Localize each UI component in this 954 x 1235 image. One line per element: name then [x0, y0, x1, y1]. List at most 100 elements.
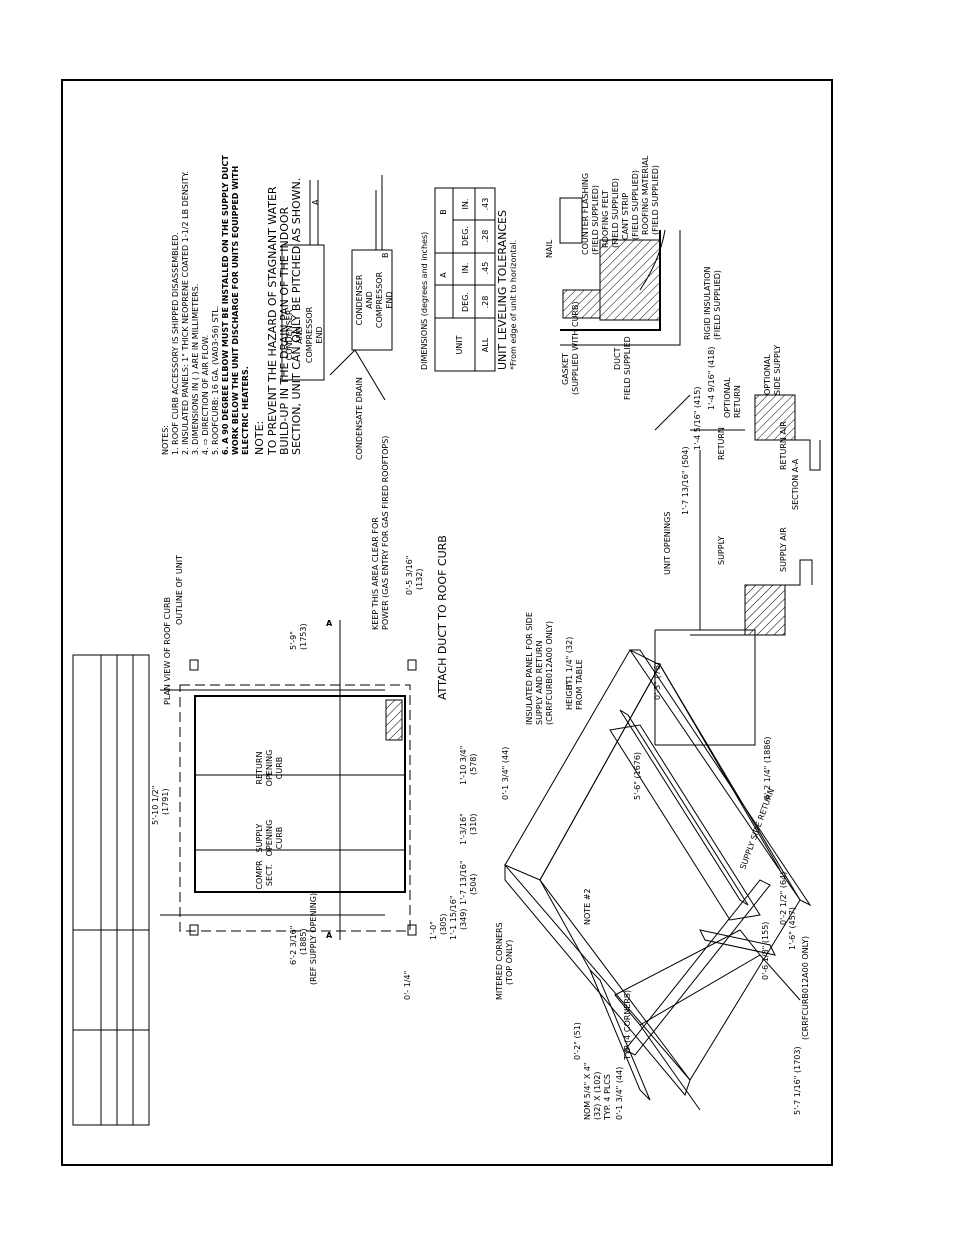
title-block	[72, 654, 150, 1126]
tol-val-4: .43	[481, 198, 490, 211]
tol-col-b: B	[439, 209, 448, 215]
return-label-3: CURB	[275, 757, 284, 780]
detail-cant-2: (FIELD SUPPLIED)	[631, 170, 640, 240]
dim-d1: 5'-10 1/2"	[151, 786, 160, 825]
iso-insulated-1: INSULATED PANEL FOR SIDE	[525, 612, 534, 725]
detail-roofing-2: (FIELD SUPPLIED)	[651, 165, 660, 235]
section-opt-return-1: OPTIONAL	[723, 377, 732, 418]
pitch-box-3: COMPRESSOR	[305, 306, 314, 363]
iso-height-1: HEIGHT	[565, 679, 574, 710]
section-opt-return-2: RETURN	[733, 385, 742, 418]
roof-detail: NAIL GASKET (SUPPLIED WITH CURB) COUNTER…	[545, 155, 722, 395]
detail-felt-1: ROOFING FELT	[601, 190, 610, 248]
plan-view-label: PLAN VIEW OF ROOF CURB	[163, 597, 172, 705]
section-d3: 1'-4 9/16" (418)	[707, 346, 716, 410]
tol-col-a: A	[439, 272, 448, 278]
tol-val-1: .28	[481, 296, 490, 309]
dim-d9mm: (132)	[415, 568, 424, 590]
note-6c: ELECTRIC HEATERS.	[241, 366, 250, 455]
iso-dim-2: 0'-2" (51)	[573, 1022, 582, 1060]
dim-d3note: (REF SUPPLY OPENING)	[309, 893, 318, 985]
notes-block: NOTES: 1. ROOF CURB ACCESSORY IS SHIPPED…	[161, 155, 303, 456]
keep-clear-1: KEEP THIS AREA CLEAR FOR	[371, 517, 380, 630]
iso-dim-8: 5'-6" (1676)	[633, 752, 642, 800]
dim-d9: 0'-5 3/16"	[405, 556, 414, 595]
pitch-box-1: CONDENSER	[285, 309, 294, 360]
iso-nom-2: (32) X (102)	[593, 1072, 602, 1121]
note-5: 5. ROOFCURB: 16 GA. (VA03-56) STL.	[211, 306, 220, 455]
detail-cant-1: CANT STRIP	[621, 193, 630, 240]
iso-note2: NOTE #2	[583, 888, 592, 925]
dim-d8mm: (305)	[439, 913, 448, 935]
section-return: RETURN	[717, 427, 726, 460]
detail-gasket-1: GASKET	[561, 353, 570, 385]
tol-val-3: .28	[481, 230, 490, 243]
tol-sub-1: DEG.	[461, 292, 470, 312]
hatched-clear-area	[385, 699, 403, 741]
tol-title: DIMENSIONS (degrees and inches)	[420, 232, 429, 370]
pitch-note-heading: NOTE:	[253, 421, 266, 455]
pitch-box-4: END	[315, 326, 324, 343]
note-2: 2. INSULATED PANELS: 1" THICK NEOPRENE C…	[181, 171, 190, 455]
section-d2: 1'-4 5/16" (415)	[693, 386, 702, 450]
note-1: 1. ROOF CURB ACCESSORY IS SHIPPED DISASS…	[171, 232, 180, 455]
iso-dim-3: 5'-7 1/16" (1703)	[793, 1046, 802, 1115]
detail-rigid-2: (FIELD SUPPLIED)	[713, 270, 722, 340]
section-return-air: RETURN AIR	[779, 421, 788, 470]
note-6b: WORK BELOW THE UNIT DISCHARGE FOR UNITS …	[231, 166, 240, 455]
iso-mitered-1: MITERED CORNERS	[495, 922, 504, 1000]
note-4: 4. ⇨ DIRECTION OF AIR FLOW.	[201, 335, 210, 455]
iso-dim-9: 0'-3" (76)	[653, 662, 662, 700]
dim-d4: 1'-10 3/4"	[459, 746, 468, 785]
pitch-box2-3: COMPRESSOR	[375, 271, 384, 328]
pitch-note-2: BUILD-UP IN THE DRAIN PAN OF THE INDOOR	[278, 206, 291, 455]
iso-insulated-2: SUPPLY AND RETURN	[535, 641, 544, 725]
section-title: SECTION A-A	[791, 458, 800, 510]
supply-label-3: CURB	[275, 827, 284, 850]
dim-d7mm: (349)	[459, 908, 468, 930]
pitch-diagram: CONDENSER AND COMPRESSOR END CONDENSER A…	[281, 175, 394, 460]
iso-nom-1: NOM 5/4" X 4"	[583, 1062, 592, 1120]
isometric-curb	[504, 649, 812, 1111]
iso-dim-10: 0'-1 1/4" (32)	[565, 637, 574, 690]
pitch-note-1: TO PREVENT THE HAZARD OF STAGNANT WATER	[266, 186, 279, 456]
tol-row-label: ALL	[481, 337, 490, 352]
pitch-box2-2: AND	[365, 291, 374, 309]
detail-nail: NAIL	[545, 239, 554, 258]
dim-d3: 6'-2 3/16"	[289, 926, 298, 965]
section-a-marker-top: A	[326, 619, 333, 628]
iso-nom-3: TYP. 4 PLCS	[603, 1074, 612, 1121]
section-opt-supply-2: SIDE SUPPLY	[773, 345, 782, 395]
section-duct-2: FIELD SUPPLIED	[623, 336, 632, 400]
detail-gasket-2: (SUPPLIED WITH CURB)	[571, 301, 580, 395]
section-unit-openings: UNIT OPENINGS	[663, 512, 672, 575]
pitch-box-2: AND	[295, 326, 304, 344]
iso-dim-7: 6'-2 1/4" (1886)	[763, 736, 772, 800]
pitch-label-b: B	[381, 253, 390, 259]
iso-dim-1: 0'-1 3/4" (44)	[615, 1067, 624, 1120]
supply-label-1: SUPPLY	[255, 823, 264, 852]
iso-mitered-2: (TOP ONLY)	[505, 940, 514, 985]
iso-dim-5: 0'-6 1/8" (155)	[761, 922, 770, 980]
dim-d2: 5'-9"	[289, 631, 298, 650]
iso-dim-11: 0'-1 3/4" (44)	[501, 747, 510, 800]
note-6: 6. A 90 DEGREE ELBOW MUST BE INSTALLED O…	[221, 155, 230, 455]
tol-sub-2: IN.	[461, 263, 470, 274]
iso-dim-4: 1'-6" (457)	[788, 907, 797, 950]
iso-height-2: FROM TABLE	[575, 659, 584, 710]
dim-d5mm: (310)	[469, 813, 478, 835]
dim-d1mm: (1791)	[161, 788, 170, 815]
pitch-label-a: A	[311, 199, 320, 205]
keep-clear-2: POWER (GAS ENTRY FOR GAS FIRED ROOFTOPS)	[381, 436, 390, 630]
section-supply: SUPPLY	[717, 536, 726, 565]
iso-typ: TYP (4 CORNERS)	[623, 990, 632, 1061]
section-aa: SECTION A-A UNIT OPENINGS SUPPLY RETURN …	[613, 336, 821, 746]
pitch-note-3: SECTION, UNIT CAN ONLY BE PITCHED AS SHO…	[290, 178, 303, 455]
detail-rigid-1: RIGID INSULATION	[703, 267, 712, 340]
section-duct-1: DUCT	[613, 347, 622, 370]
tol-sub-3: DEG.	[461, 226, 470, 246]
section-opt-supply-1: OPTIONAL	[763, 354, 772, 395]
iso-insulated-3: (CRRFCURB012A00 ONLY)	[545, 621, 554, 725]
dim-d7: 1'-1 15/16"	[449, 895, 458, 940]
